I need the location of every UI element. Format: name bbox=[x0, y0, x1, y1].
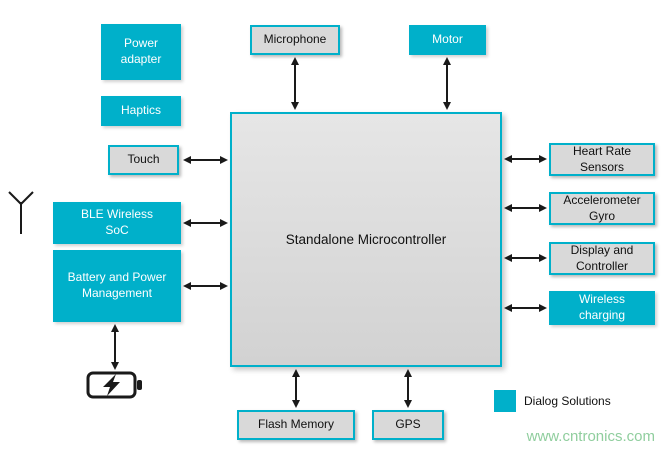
arrow-mcu-heart-rate bbox=[504, 155, 547, 163]
node-standalone-microcontroller: Standalone Microcontroller bbox=[230, 112, 502, 367]
node-touch-label: Touch bbox=[127, 152, 160, 167]
node-haptics: Haptics bbox=[101, 96, 181, 126]
node-battery-power-management: Battery and Power Management bbox=[53, 250, 181, 322]
node-heart-rate-sensors-label: Heart Rate Sensors bbox=[572, 143, 632, 174]
node-microphone: Microphone bbox=[250, 25, 340, 55]
node-display-and-controller: Display and Controller bbox=[549, 242, 655, 275]
node-ble-wireless-soc: BLE Wireless SoC bbox=[53, 202, 181, 244]
arrow-mcu-flash bbox=[292, 369, 300, 408]
node-gps-label: GPS bbox=[395, 417, 421, 432]
arrow-touch-mcu bbox=[183, 156, 228, 164]
node-standalone-microcontroller-label: Standalone Microcontroller bbox=[285, 231, 447, 247]
node-power-adapter: Power adapter bbox=[101, 24, 181, 80]
arrow-battery-mcu bbox=[183, 282, 228, 290]
node-motor: Motor bbox=[409, 25, 486, 55]
node-power-adapter-label: Power adapter bbox=[120, 36, 162, 66]
node-microphone-label: Microphone bbox=[263, 32, 327, 47]
legend-swatch bbox=[494, 390, 516, 412]
node-motor-label: Motor bbox=[432, 32, 463, 47]
node-flash-memory-label: Flash Memory bbox=[257, 417, 334, 432]
node-wireless-charging-label: Wireless charging bbox=[578, 292, 626, 322]
battery-icon bbox=[86, 371, 142, 399]
antenna-icon bbox=[8, 191, 34, 234]
arrow-mcu-wireless-charging bbox=[504, 304, 547, 312]
node-wireless-charging: Wireless charging bbox=[549, 291, 655, 325]
node-haptics-label: Haptics bbox=[120, 103, 161, 118]
node-heart-rate-sensors: Heart Rate Sensors bbox=[549, 143, 655, 176]
arrow-battery-mgmt-battery bbox=[111, 324, 119, 370]
arrow-mcu-accelerometer bbox=[504, 204, 547, 212]
arrow-mcu-gps bbox=[404, 369, 412, 408]
arrow-ble-mcu bbox=[183, 219, 228, 227]
node-accelerometer-gyro: Accelerometer Gyro bbox=[549, 192, 655, 225]
node-accelerometer-gyro-label: Accelerometer Gyro bbox=[563, 192, 641, 223]
node-flash-memory: Flash Memory bbox=[237, 410, 355, 440]
node-battery-power-management-label: Battery and Power Management bbox=[67, 270, 167, 300]
arrow-motor-mcu bbox=[443, 57, 451, 110]
node-display-and-controller-label: Display and Controller bbox=[570, 242, 634, 273]
node-ble-wireless-soc-label: BLE Wireless SoC bbox=[80, 207, 154, 237]
node-gps: GPS bbox=[372, 410, 444, 440]
node-touch: Touch bbox=[108, 145, 179, 175]
watermark-text: www.cntronics.com bbox=[526, 428, 655, 445]
arrow-mcu-display bbox=[504, 254, 547, 262]
legend-label: Dialog Solutions bbox=[524, 394, 611, 408]
arrow-microphone-mcu bbox=[291, 57, 299, 110]
